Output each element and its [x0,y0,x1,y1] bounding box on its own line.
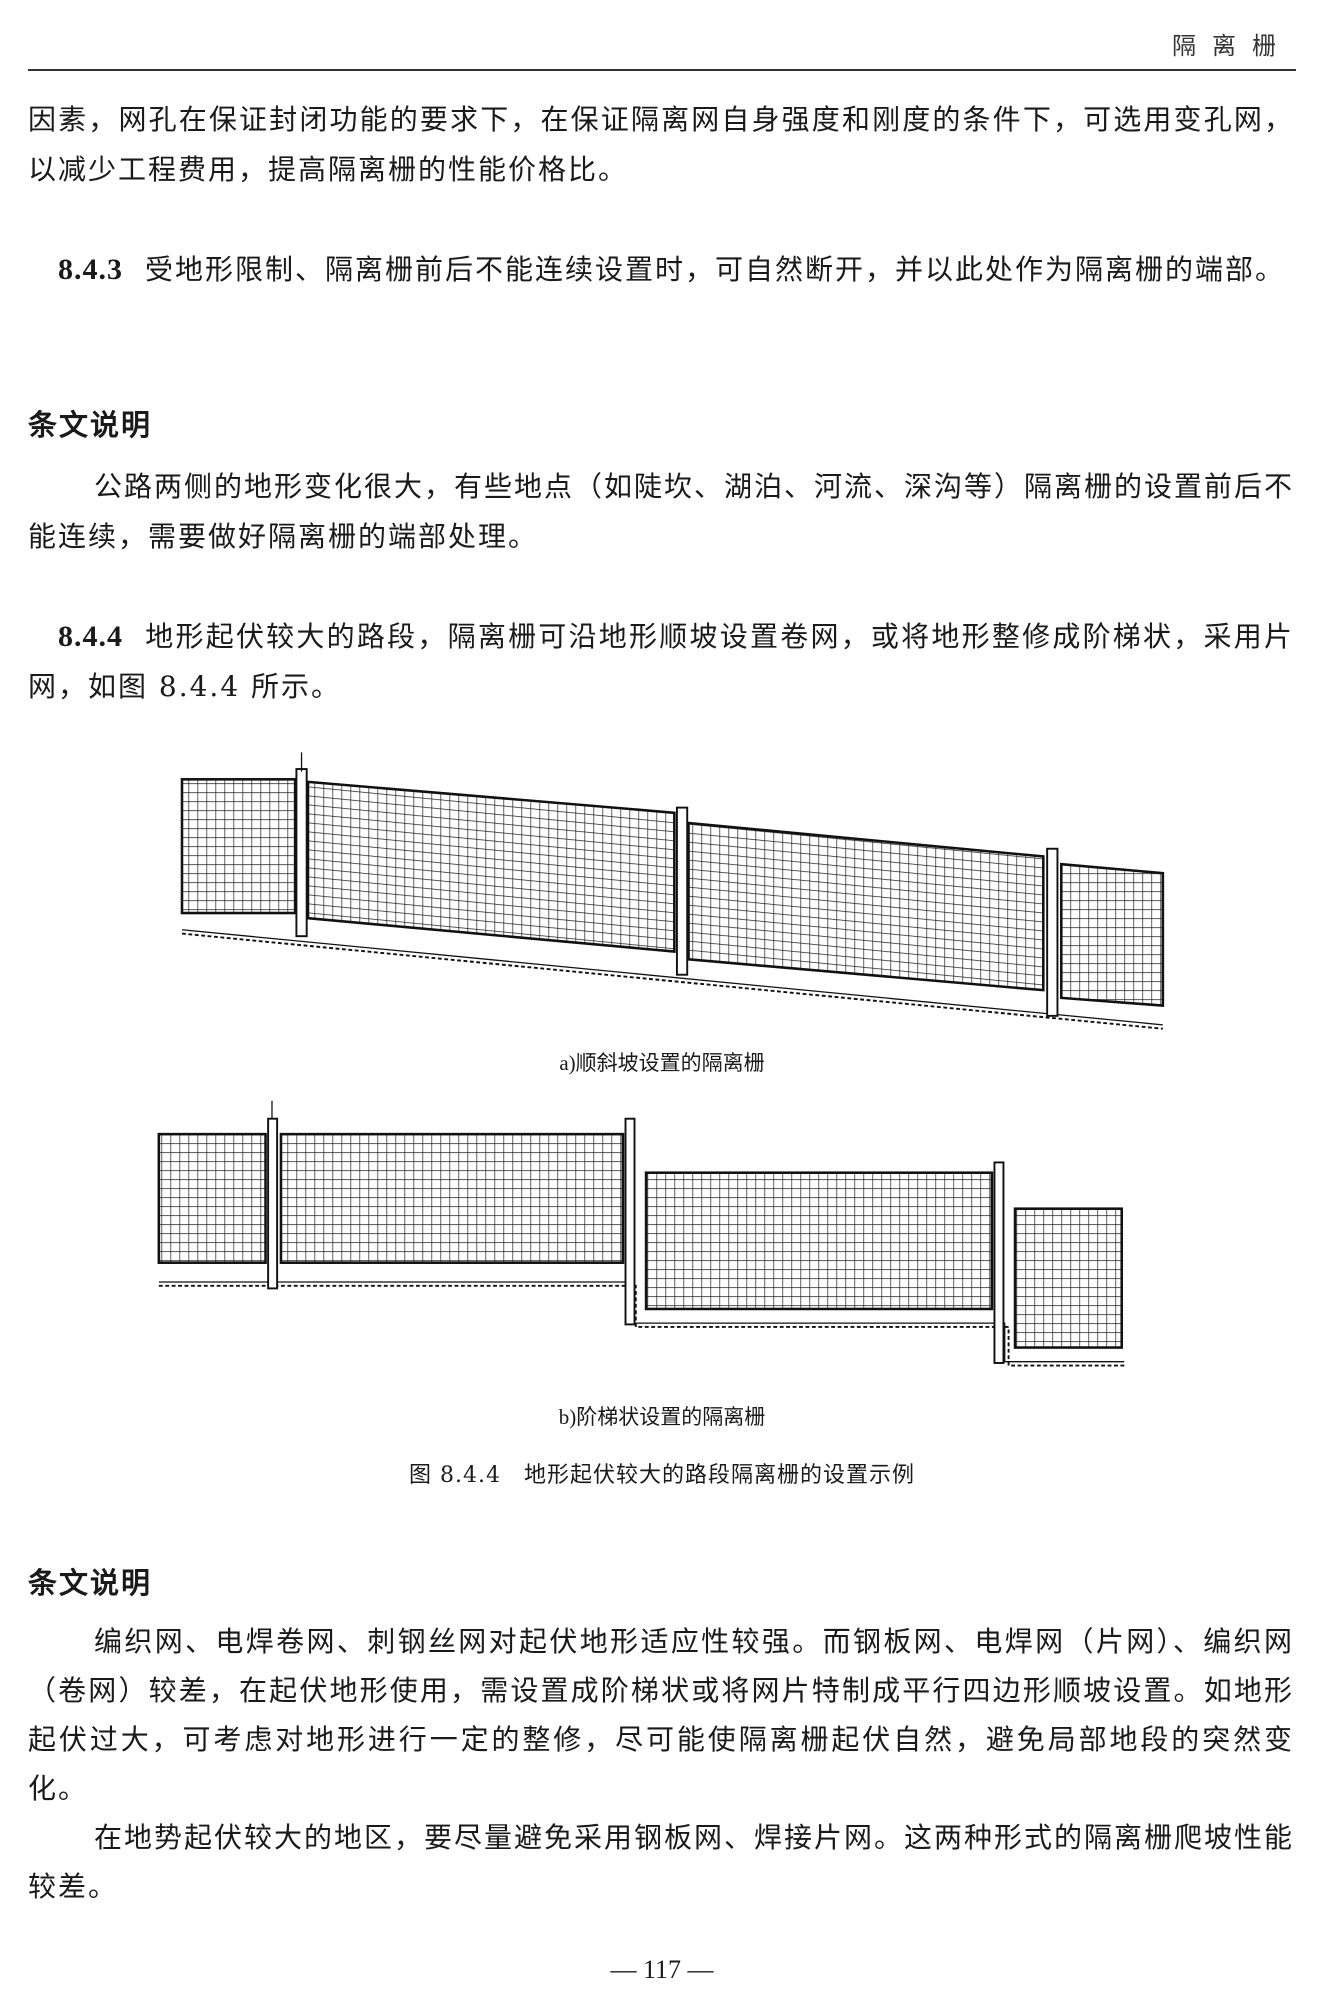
note-paragraph: 公路两侧的地形变化很大，有些地点（如陡坎、湖泊、河流、深沟等）隔离栅的设置前后不… [28,470,1295,553]
stepped-fence-b [157,1100,1125,1367]
sloped-fence-a [180,752,1165,1030]
clause-number: 8.4.4 [58,620,123,653]
figure-caption: 图 8.4.4 地形起伏较大的路段隔离栅的设置示例 [409,1463,915,1488]
note-paragraph: 编织网、电焊卷网、刺钢丝网对起伏地形适应性较强。而钢板网、电焊网（片网）、编织网… [28,1625,1294,1805]
clause-8-4-3: 8.4.3 受地形限制、隔离栅前后不能连续设置时，可自然断开，并以此处作为隔离栅的… [28,245,1294,295]
note-heading: 条文说明 [28,408,153,442]
figure-caption-a: a)顺斜坡设置的隔离栅 [559,1051,765,1075]
note-heading: 条文说明 [28,1566,153,1600]
page-number: — 117 — [610,1955,714,1984]
paragraph-continued: 因素，网孔在保证封闭功能的要求下，在保证隔离网自身强度和刚度的条件下，可选用变孔… [28,103,1294,186]
clause-text: 地形起伏较大的路段，隔离栅可沿地形顺坡设置卷网，或将地形整修成阶梯状，采用片网，… [28,620,1294,703]
running-header: 隔离栅 [1172,32,1292,60]
fence-figure-drawing [157,752,1165,1367]
note-paragraph: 在地势起伏较大的地区，要尽量避免采用钢板网、焊接片网。这两种形式的隔离栅爬坡性能… [28,1821,1295,1903]
header-rule [28,69,1296,71]
clause-text: 受地形限制、隔离栅前后不能连续设置时，可自然断开，并以此处作为隔离栅的端部。 [145,253,1286,286]
figure-caption-b: b)阶梯状设置的隔离栅 [558,1405,766,1429]
clause-number: 8.4.3 [58,253,123,286]
